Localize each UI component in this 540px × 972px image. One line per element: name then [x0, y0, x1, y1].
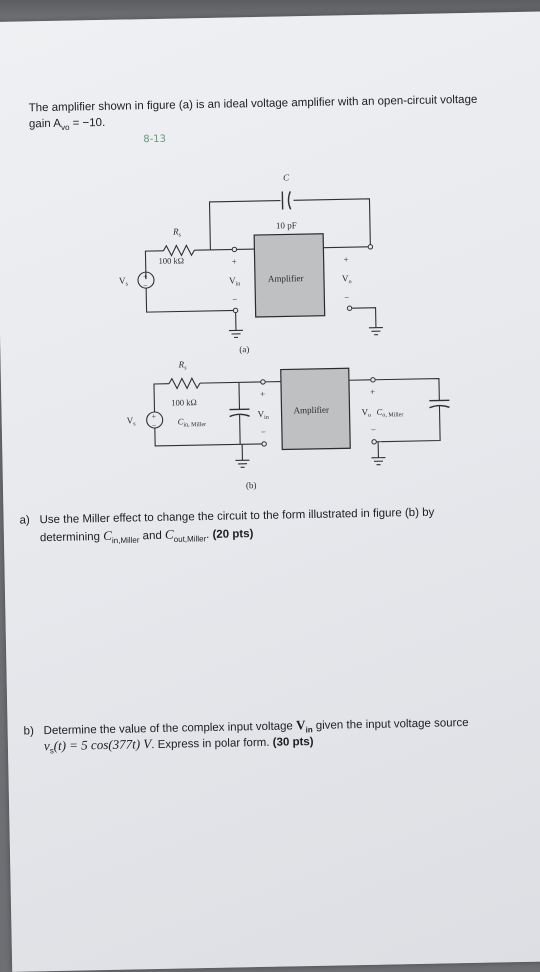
vin-plus: +: [232, 256, 237, 266]
feedback-capacitor: [282, 191, 290, 209]
cap-value: 10 pF: [276, 220, 297, 230]
vin-label: Vin: [229, 275, 240, 287]
vin-plus-b: +: [260, 389, 265, 399]
cin-wire-bottom: [240, 414, 241, 444]
c-out-symbol: C: [165, 527, 174, 542]
output-terminal-bottom-b: [372, 440, 376, 444]
cin-wire-top: [239, 382, 240, 409]
wire-amp-out: [323, 247, 368, 248]
source-minus: −: [143, 281, 148, 290]
gain-text: gain A: [29, 118, 61, 131]
cap-label: C: [283, 172, 290, 182]
source-label: Vs: [119, 275, 129, 287]
input-terminal-bottom-b: [262, 442, 266, 446]
input-terminal-bottom: [233, 308, 237, 312]
ground-symbol-input-b: [235, 460, 249, 467]
output-ground-wire: [352, 308, 376, 328]
source-minus-b: −: [152, 421, 157, 430]
intro-text: The amplifier shown in figure (a) is an …: [29, 94, 478, 115]
paper-sheet: The amplifier shown in figure (a) is an …: [0, 11, 540, 972]
c-in-subscript: in,Miller: [112, 536, 140, 546]
wire-to-input: [194, 249, 234, 250]
resistor-label: Rs: [172, 226, 182, 238]
resistor-rs: [163, 245, 194, 256]
output-terminal-top-b: [371, 378, 375, 382]
part-a-text: Use the Miller effect to change the circ…: [39, 507, 434, 527]
wire-to-input-b: [200, 382, 263, 383]
part-b-line-2: vs(t) = 5 cos(377t) V. Express in polar …: [44, 733, 314, 758]
problem-intro-line-1: The amplifier shown in figure (a) is an …: [29, 93, 478, 117]
wire-source-bottom: [146, 286, 235, 312]
cout-wire-top: [375, 379, 439, 402]
vin-minus-b: −: [261, 427, 266, 437]
vout-minus-b: −: [371, 425, 376, 435]
amplifier-label-b: Amplifier: [293, 405, 329, 416]
input-terminal-top-b: [261, 380, 265, 384]
wire-source-bottom-b: [155, 426, 264, 446]
part-a-points: (20 pts): [209, 528, 253, 541]
ground-symbol-output-b: [371, 458, 385, 465]
amplifier-label: Amplifier: [268, 273, 304, 284]
circuit-figure-b: Rs 100 kΩ + − Vs Cin, Miller + Vin − Amp…: [0, 346, 540, 507]
c-in-symbol: C: [103, 528, 112, 543]
source-plus: +: [143, 272, 148, 281]
input-terminal-top: [232, 247, 236, 251]
vout-label: Vo: [342, 273, 352, 285]
source-plus-b: +: [152, 412, 157, 421]
vin-minus: −: [232, 294, 237, 304]
vout-plus: +: [344, 254, 349, 264]
cout-label: Co, Miller: [376, 406, 403, 419]
figure-b-caption: (b): [246, 480, 257, 490]
wire-source-top-b: [154, 384, 170, 412]
part-a-letter: a): [19, 513, 39, 528]
part-a-determining: determining: [40, 531, 104, 544]
output-terminal-bottom: [347, 306, 351, 310]
part-b-text-post: given the input voltage source: [312, 717, 468, 732]
ground-symbol-input: [229, 330, 243, 337]
resistor-value: 100 kΩ: [159, 255, 185, 265]
vin-label-b: Vin: [257, 409, 268, 421]
part-b-letter: b): [23, 724, 43, 739]
part-b-instruction: . Express in polar form.: [151, 737, 269, 751]
resistor-rs-b: [169, 378, 200, 389]
part-a-and: and: [139, 530, 165, 542]
resistor-label-b: Rs: [178, 359, 188, 371]
source-label-b: Vs: [127, 415, 137, 427]
problem-intro-line-2: gain Avo = −10.: [29, 116, 106, 136]
gain-value: = −10.: [69, 117, 105, 130]
circuit-figure-a: C 10 pF Rs 100 kΩ + − Vs + Vin − Amplifi…: [0, 131, 540, 372]
part-a-line-2: determining Cin,Miller and Cout,Miller. …: [40, 525, 254, 549]
vin-symbol: V: [296, 717, 306, 732]
vs-expression: (t) = 5 cos(377t) V: [54, 736, 152, 753]
cout-wire-bottom: [375, 406, 440, 442]
vout-label-b: Vo: [361, 407, 371, 419]
resistor-value-b: 100 kΩ: [171, 397, 197, 407]
c-out-subscript: out,Miller: [174, 534, 207, 544]
ground-symbol-output: [369, 328, 383, 335]
cin-label: Cin, Miller: [178, 416, 207, 429]
vout-plus-b: +: [370, 387, 375, 397]
vout-minus: −: [344, 292, 349, 302]
worksheet: The amplifier shown in figure (a) is an …: [0, 11, 540, 972]
part-b-points: (30 pts): [269, 736, 313, 749]
output-terminal-top: [368, 245, 372, 249]
